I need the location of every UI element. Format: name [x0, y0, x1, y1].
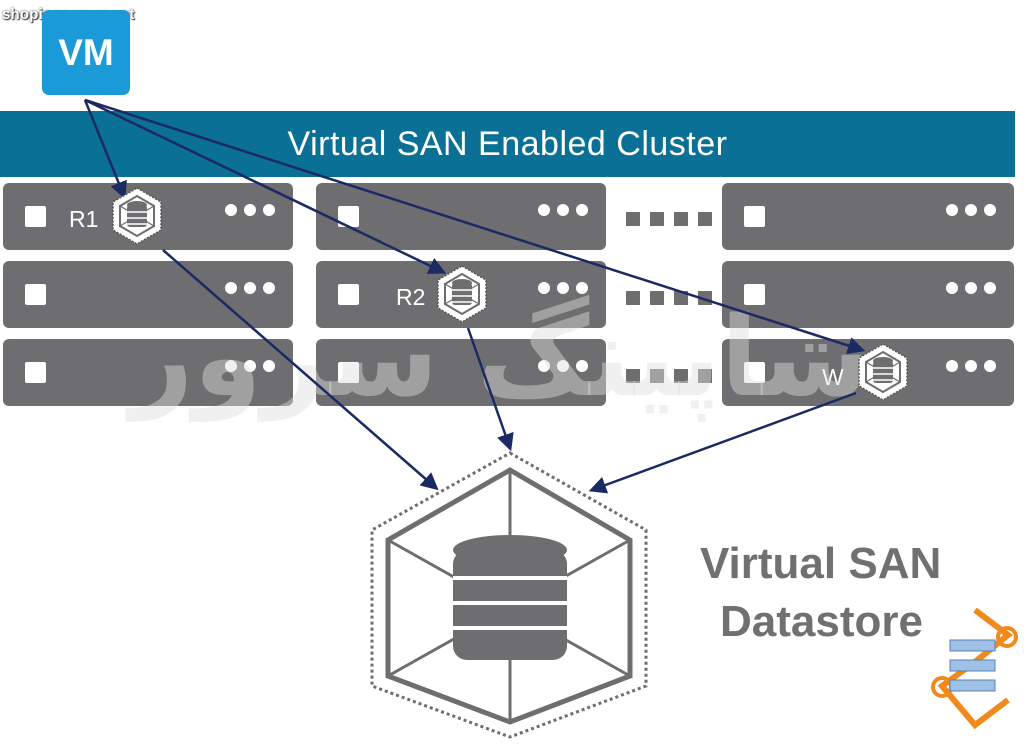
host-indicator — [338, 284, 359, 305]
host-indicator — [744, 206, 765, 227]
overlay-watermark: شاپینگ سرور — [125, 293, 870, 422]
cluster-banner: Virtual SAN Enabled Cluster — [0, 111, 1015, 177]
server-host — [316, 339, 606, 406]
host-dots — [531, 203, 588, 221]
witness-w-label: W — [822, 364, 844, 390]
host-dots — [218, 359, 275, 377]
vm-to-w-arrow — [84, 98, 866, 355]
host-dots — [218, 203, 275, 221]
host-indicator — [25, 284, 46, 305]
cluster-title: Virtual SAN Enabled Cluster — [287, 124, 728, 163]
server-host: R1 — [3, 183, 293, 250]
host-indicator — [338, 206, 359, 227]
r2-to-datastore-arrow — [466, 327, 514, 452]
host-indicator — [744, 362, 765, 383]
replica-r1-label: R1 — [69, 206, 99, 232]
vm-to-r1-arrow — [83, 99, 127, 200]
host-indicator — [338, 362, 359, 383]
server-host — [722, 183, 1014, 250]
host-dots — [939, 281, 996, 299]
r1-to-datastore-arrow — [162, 249, 439, 491]
server-host — [722, 261, 1014, 328]
host-dots — [218, 281, 275, 299]
ellipsis-separator — [626, 212, 712, 231]
host-indicator — [25, 206, 46, 227]
datastore-label-line1: Virtual SAN — [700, 539, 942, 588]
host-indicator — [744, 284, 765, 305]
vm-label: VM — [58, 31, 114, 73]
host-dots — [531, 359, 588, 377]
server-host — [3, 261, 293, 328]
datastore-label: Virtual SAN Datastore — [700, 535, 941, 651]
server-host — [3, 339, 293, 406]
ellipsis-separator — [626, 369, 712, 388]
host-dots — [531, 281, 588, 299]
replica-r2-label: R2 — [396, 284, 426, 310]
vm-box: VM — [42, 10, 130, 95]
replica-r1-icon — [112, 187, 162, 245]
host-dots — [939, 203, 996, 221]
w-to-datastore-arrow — [588, 391, 857, 494]
datastore-icon — [370, 451, 648, 739]
host-indicator — [25, 362, 46, 383]
vm-to-r2-arrow — [84, 98, 447, 274]
server-host — [316, 183, 606, 250]
ellipsis-separator — [626, 291, 712, 310]
brand-logo — [931, 607, 1018, 730]
host-dots — [939, 359, 996, 377]
datastore-label-line2: Datastore — [720, 597, 923, 646]
